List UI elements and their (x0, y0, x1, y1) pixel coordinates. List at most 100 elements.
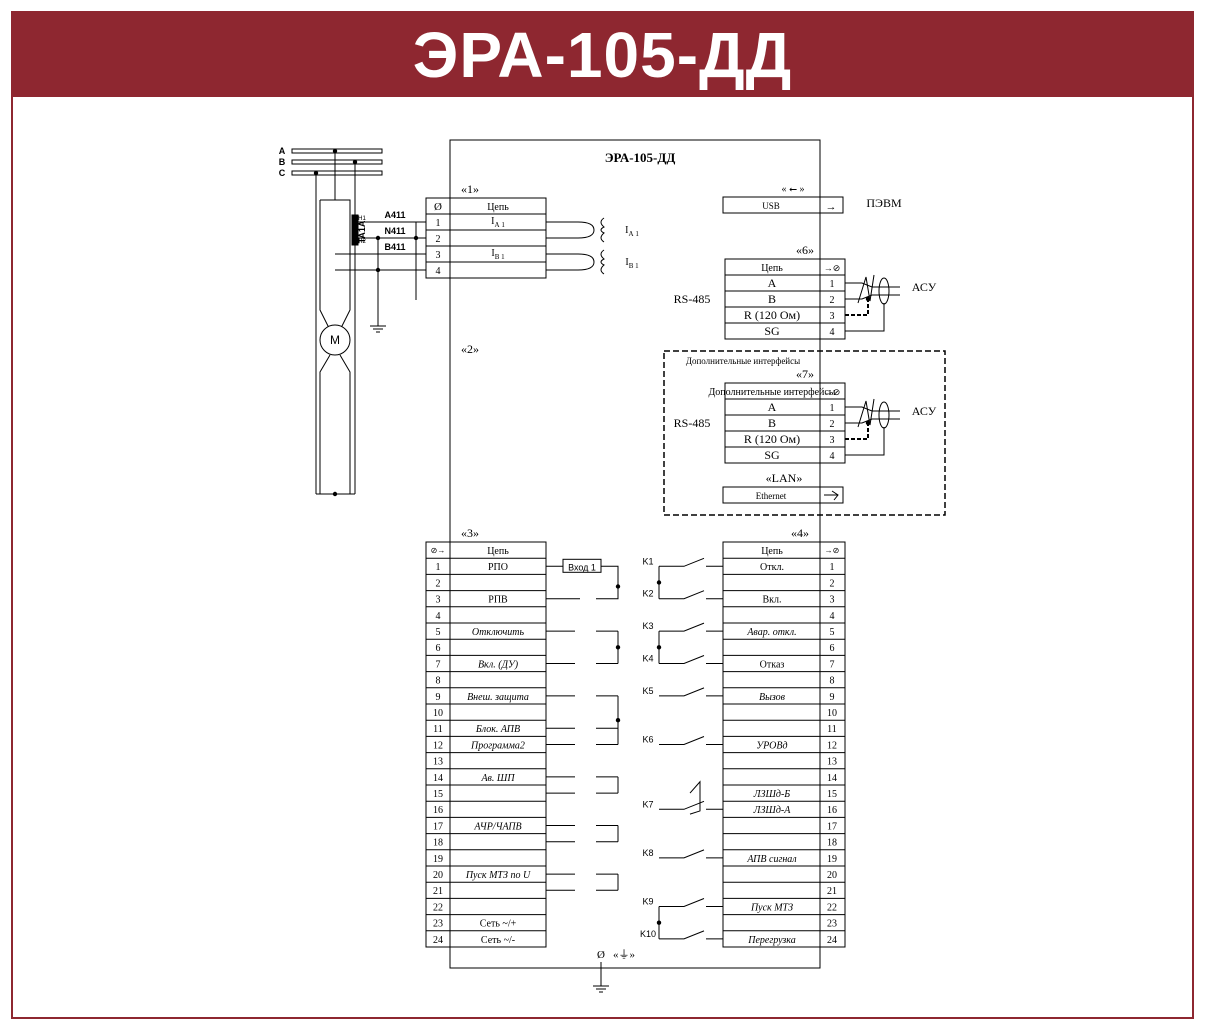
relay-label-K2: K2 (642, 589, 653, 599)
relay-contact-K7 (659, 800, 723, 810)
relay-k7-changeover (689, 780, 701, 815)
x4-signal-15: ЛЗШд-Б (753, 789, 791, 800)
x1-table (425, 197, 547, 279)
x6-row-name-3: R (120 Ом) (744, 308, 800, 322)
ct-label: TA1A (357, 220, 367, 243)
x7-row-name-4: SG (764, 448, 780, 462)
motor-neutral-dot (332, 491, 338, 497)
x3-pin-16: 16 (433, 805, 443, 816)
x1-pin-2: 2 (436, 234, 441, 245)
motor-lead-outline (319, 199, 351, 331)
feeder-junction-a (313, 170, 319, 176)
x4-signal-3: Вкл. (762, 595, 781, 606)
x4-title: Цепь (761, 546, 783, 557)
x4-pin-18: 18 (827, 838, 837, 849)
x1-header: «1» (461, 182, 479, 196)
usb-label: USB (762, 201, 780, 211)
x4-pin-7: 7 (830, 659, 835, 670)
x4-pin-13: 13 (827, 757, 837, 768)
x6-row-name-2: B (768, 292, 776, 306)
relay-dot-k1k2 (656, 580, 662, 585)
wire-label-A411: A411 (384, 210, 405, 220)
x6-line-b (845, 294, 900, 300)
x7-symbol: →⊘ (824, 387, 841, 397)
x3-pin-14: 14 (433, 773, 443, 784)
x2-header: «2» (461, 342, 479, 356)
x3-signal-12: Программа2 (470, 740, 525, 751)
x3-signal-3: РПВ (488, 595, 508, 606)
x3-pin-19: 19 (433, 854, 443, 865)
x1-coil-winding-0 (600, 217, 605, 243)
x6-shield (878, 277, 890, 305)
x3-pin-18: 18 (433, 838, 443, 849)
x1-coil-wire-1 (546, 253, 595, 271)
x4-pin-17: 17 (827, 821, 837, 832)
x4-signal-16: ЛЗШд-А (753, 805, 792, 816)
x6-title: Цепь (761, 263, 783, 274)
feeder-junction-c (352, 159, 358, 165)
x3-pin-8: 8 (436, 676, 441, 687)
extra-title: Дополнительные интерфейсы (686, 356, 800, 366)
x1-current-b: IВ 1 (491, 248, 505, 261)
x4-pin-23: 23 (827, 919, 837, 930)
relay-label-K6: K6 (642, 735, 653, 745)
relay-contact-K6 (659, 736, 723, 745)
x1-title: Цепь (487, 202, 509, 213)
relay-contact-K1 (659, 557, 723, 567)
x6-side-label: RS-485 (674, 292, 711, 306)
x4-pin-1: 1 (830, 562, 835, 573)
usb-arrow: → (826, 201, 837, 213)
relay-label-K5: K5 (642, 686, 653, 696)
ethernet-port (722, 486, 844, 504)
relay-dot-k9k10 (656, 920, 662, 925)
x7-row-pin-4: 4 (830, 451, 835, 462)
x7-target: АСУ (912, 404, 937, 418)
phase-busbar-A (291, 148, 383, 154)
x1-symbol: Ø (434, 201, 442, 213)
x7-term-dot (865, 420, 871, 426)
x7-row-pin-2: 2 (830, 419, 835, 430)
phase-label-B: B (279, 157, 286, 167)
phase-busbar-C (291, 170, 383, 176)
title-banner: ЭРА-105-ДД (11, 11, 1194, 97)
x4-pin-5: 5 (830, 627, 835, 638)
x3-pin-9: 9 (436, 692, 441, 703)
motor-label: M (330, 333, 340, 347)
x3-pin-4: 4 (436, 611, 441, 622)
usb-port (722, 196, 844, 214)
x3-signal-20: Пуск МТЗ по U (465, 870, 531, 881)
x3-pin-24: 24 (433, 935, 443, 946)
x7-term-dash (845, 423, 869, 440)
x3-pin-5: 5 (436, 627, 441, 638)
x3-signal-1: РПО (488, 562, 508, 573)
x1-4-dot (375, 267, 381, 273)
x4-signal-9: Вызов (759, 692, 786, 703)
x3-signal-24: Сеть ~/- (481, 935, 515, 946)
banner-title: ЭРА-105-ДД (412, 19, 793, 91)
x1-coil-label-0: IА 1 (625, 225, 639, 238)
x6-symbol: →⊘ (824, 263, 841, 273)
x4-pin-9: 9 (830, 692, 835, 703)
relay-label-K1: K1 (642, 556, 653, 566)
x1-bridge-dot (413, 235, 419, 241)
x3-in-dot-0 (615, 645, 621, 650)
relay-dot-k3k4 (656, 645, 662, 650)
x6-twist (857, 274, 875, 304)
x3-pin-20: 20 (433, 870, 443, 881)
x3-in-dot-1 (615, 718, 621, 723)
x3-symbol: ⊘→ (431, 546, 446, 555)
x4-header: «4» (791, 526, 809, 540)
x1-coil-winding-1 (600, 249, 605, 275)
x4-signal-7: Отказ (760, 659, 785, 670)
x4-pin-12: 12 (827, 740, 837, 751)
x6-target: АСУ (912, 280, 937, 294)
x6-row-pin-3: 3 (830, 311, 835, 322)
x7-row-name-3: R (120 Ом) (744, 432, 800, 446)
relay-contact-K2 (659, 590, 723, 600)
x1-current-a: IА 1 (491, 216, 505, 229)
x3-in-loop-1 (596, 565, 619, 600)
x3-signal-23: Сеть ~/+ (480, 919, 517, 930)
x4-pin-2: 2 (830, 578, 835, 589)
ct-h2-label: Н2 (358, 239, 366, 245)
x6-row-pin-4: 4 (830, 327, 835, 338)
